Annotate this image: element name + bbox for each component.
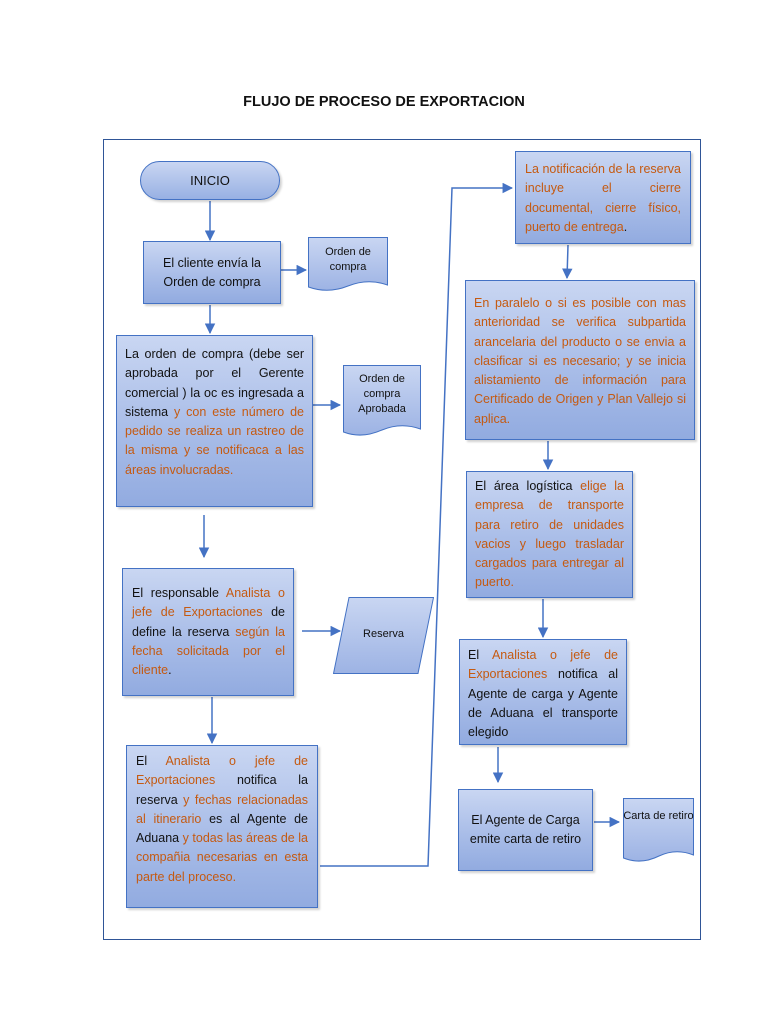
- document-label: Orden de compra Aprobada: [358, 373, 406, 415]
- document-label: Reserva: [363, 628, 404, 640]
- step-3-text-e: .: [168, 663, 172, 678]
- data-reserva: Reserva: [333, 597, 434, 674]
- step-1-text: El cliente envía la Orden de compra: [163, 255, 261, 289]
- step-reservation-details: La notificación de la reserva incluye el…: [515, 151, 691, 244]
- step-2-text-a: La orden de compra (debe ser aprobada po…: [125, 347, 304, 419]
- arrow-s5-to-s6: [562, 244, 573, 280]
- step-4-text-a: El: [136, 754, 166, 768]
- step-tariff-verification: En paralelo o si es posible con mas ante…: [465, 280, 695, 440]
- document-orden-aprobada: Orden de compra Aprobada: [343, 365, 421, 440]
- step-4-text-c: notifica la reserva: [136, 773, 308, 807]
- document-orden-de-compra: Orden de compra: [308, 237, 388, 294]
- document-label: Carta de retiro: [623, 810, 694, 822]
- step-5-text-b: .: [623, 219, 628, 234]
- connector-s4-to-s5: [320, 182, 514, 867]
- step-6-text: En paralelo o si es posible con mas ante…: [474, 296, 686, 426]
- step-cargo-agent-letter: El Agente de Carga emite carta de retiro: [458, 789, 593, 871]
- step-3-text-b: Analista o jefe de Exportaciones: [132, 586, 285, 620]
- step-8-text-a: El: [468, 648, 492, 662]
- step-3-text-d: según la fecha solicitada por el cliente: [132, 624, 286, 678]
- step-7-text-a: El área logística: [475, 479, 581, 493]
- step-notify-transport: El Analista o jefe de Exportaciones noti…: [459, 639, 627, 745]
- document-label: Orden de compra: [325, 246, 371, 273]
- step-5-text-a: La notificación de la reserva incluye el…: [525, 162, 681, 234]
- step-4-text-e: es al Agente de Aduana: [136, 811, 309, 846]
- step-7-text-b: elige la empresa de transporte para reti…: [475, 479, 624, 590]
- start-terminator: INICIO: [140, 161, 280, 200]
- step-4-text-f: y todas las áreas de la compañia necesar…: [136, 831, 309, 884]
- step-9-text: El Agente de Carga emite carta de retiro: [469, 813, 582, 846]
- step-8-text-c: notifica al Agente de carga y Agente de …: [468, 667, 618, 740]
- page-title: FLUJO DE PROCESO DE EXPORTACION: [243, 94, 525, 110]
- step-logistics-transport: El área logística elige la empresa de tr…: [466, 471, 633, 598]
- step-client-sends-order: El cliente envía la Orden de compra: [143, 241, 281, 304]
- step-2-text-b: y con este número de pedido se realiza u…: [125, 404, 304, 477]
- step-order-approval: La orden de compra (debe ser aprobada po…: [116, 335, 313, 507]
- step-8-text-b: Analista o jefe de Exportaciones: [468, 648, 618, 682]
- start-label: INICIO: [190, 173, 230, 188]
- step-4-text-d: y fechas relacionadas al itinerario: [136, 792, 309, 826]
- step-3-text-c: de define la reserva: [132, 605, 285, 639]
- document-carta-de-retiro: Carta de retiro: [623, 798, 694, 866]
- step-4-text-b: Analista o jefe de Exportaciones: [136, 754, 308, 788]
- step-3-text-a: El responsable: [132, 586, 226, 600]
- step-define-reservation: El responsable Analista o jefe de Export…: [122, 568, 294, 696]
- step-notify-reservation: El Analista o jefe de Exportaciones noti…: [126, 745, 318, 908]
- diagram-frame: [103, 139, 701, 940]
